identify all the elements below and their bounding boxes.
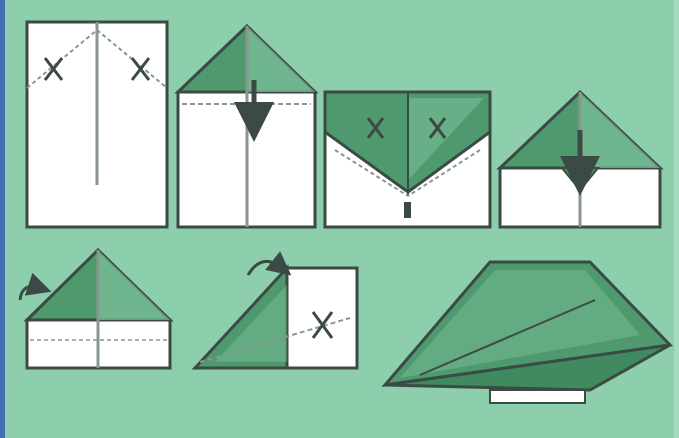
right-edge-strip — [674, 0, 679, 438]
center-tab-mark — [404, 202, 411, 218]
plane-keel — [490, 390, 585, 403]
step-1-fold-corners-in — [27, 22, 167, 227]
step-3-fold-edges-to-center — [325, 92, 490, 227]
left-edge-strip — [0, 0, 5, 438]
